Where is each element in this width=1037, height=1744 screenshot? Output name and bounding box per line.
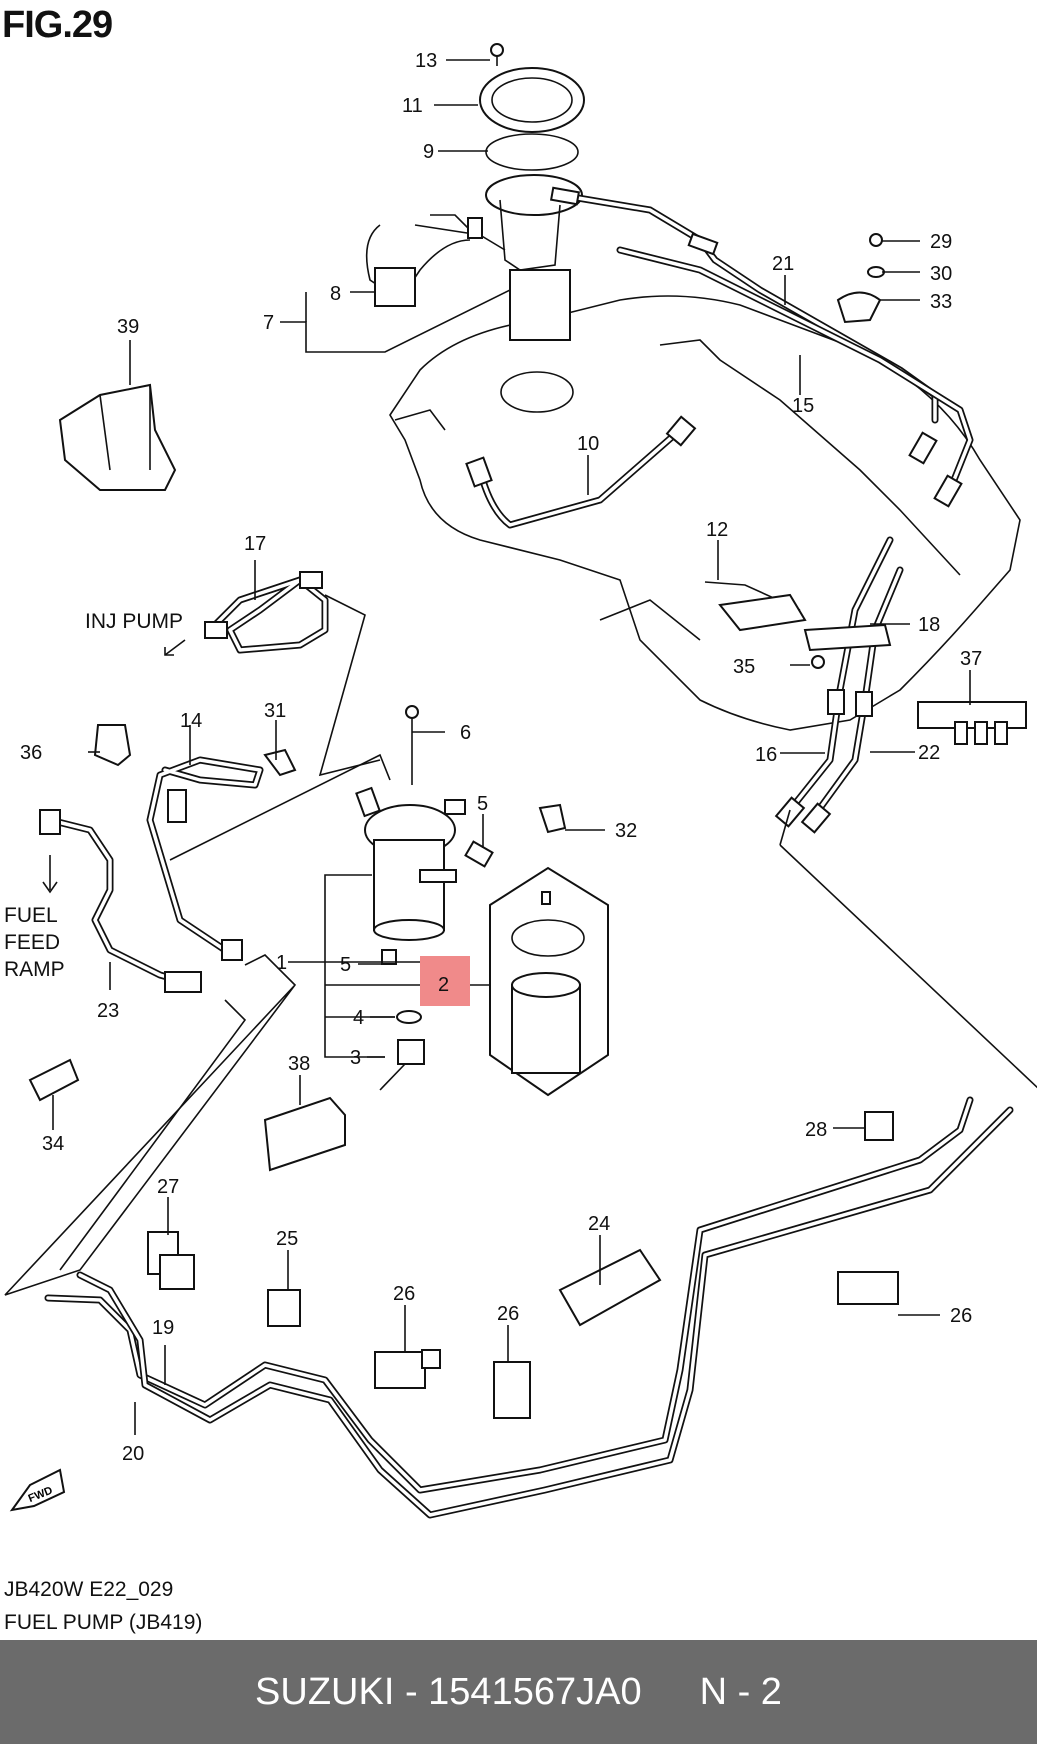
callout-34: 34 [42,1133,64,1155]
callout-7: 7 [263,312,274,334]
side-labels: INJ PUMP FUEL FEED RAMP [4,610,183,981]
clip-26-b [493,1361,531,1419]
clip-34 [28,1058,80,1102]
hose-14 [146,756,264,961]
callout-37: 37 [960,648,982,670]
callout-18: 18 [918,614,940,636]
callout-28: 28 [805,1119,827,1141]
fuel-lines-lower [44,1096,1014,1519]
clip-28 [864,1111,894,1141]
callout-26-c: 26 [950,1305,972,1327]
callout-1: 1 [276,952,287,974]
fuel-feed-arrow [42,855,58,894]
hose-23 [39,809,202,993]
small-parts-29-30-33 [836,233,885,324]
figure-code: JB420W E22_029 [4,1578,174,1601]
callout-labels: 13 11 9 8 7 39 29 30 33 21 15 10 12 17 1… [20,50,982,1465]
part-number-bar: SUZUKI - 1541567JA0 N - 2 [0,1640,1037,1744]
pump-module [365,43,585,341]
assembly-leaders [4,809,1037,1296]
callout-31: 31 [264,700,286,722]
inj-pump-arrow [164,639,186,656]
callout-22: 22 [918,742,940,764]
part-12 [704,581,807,632]
callout-36: 36 [20,742,42,764]
callout-20: 20 [122,1443,144,1465]
callout-24: 24 [588,1213,610,1235]
callout-4: 4 [353,1007,364,1029]
callout-33: 33 [930,291,952,313]
callout-35: 35 [733,656,755,678]
figure-title: FIG.29 [2,4,113,46]
clip-27 [147,1231,195,1290]
clip-31 [263,748,297,777]
callout-21: 21 [772,253,794,275]
callout-5-upper: 5 [477,793,488,815]
callout-26-a: 26 [393,1283,415,1305]
callout-14: 14 [180,710,202,732]
callout-26-b: 26 [497,1303,519,1325]
clip-32 [538,803,567,834]
part-24 [558,1248,662,1327]
callout-13: 13 [415,50,437,72]
fuel-tank [389,295,1021,731]
parts-diagram: FWD [4,43,1037,1519]
callout-23: 23 [97,1000,119,1022]
clip-25 [267,1289,301,1327]
callout-27: 27 [157,1176,179,1198]
callout-32: 32 [615,820,637,842]
callout-2: 2 [438,974,449,996]
fuel-filter [355,705,494,1091]
assembly-outline [169,594,391,861]
fwd-arrow-icon: FWD [9,1468,66,1512]
highlight-box [420,956,470,1006]
fuel-feed-ramp-line-1: FUEL [4,904,58,927]
fuel-feed-ramp-line-2: FEED [4,931,60,954]
callout-5-lower: 5 [340,954,351,976]
callout-leaders [52,59,971,1435]
inj-pump-label: INJ PUMP [85,610,183,633]
callout-11: 11 [402,95,423,117]
callout-15: 15 [792,395,814,417]
callout-10: 10 [577,433,599,455]
vapor-hose [465,415,697,529]
callout-19: 19 [152,1317,174,1339]
bracket-37 [917,701,1027,745]
part-number: SUZUKI - 1541567JA0 [255,1670,642,1713]
clip-26-c [837,1271,899,1305]
fuel-lines-upper [549,186,974,576]
callout-30: 30 [930,263,952,285]
part-39 [58,383,177,491]
callout-12: 12 [706,519,728,541]
callout-29: 29 [930,231,952,253]
callout-8: 8 [330,283,341,305]
callout-9: 9 [423,141,434,163]
callout-16: 16 [755,744,777,766]
callout-39: 39 [117,316,139,338]
callout-3: 3 [350,1047,361,1069]
fuel-feed-ramp-line-3: RAMP [4,958,65,981]
callout-17: 17 [244,533,266,555]
hose-17 [204,571,329,654]
callout-6: 6 [460,722,471,744]
filter-element-box [489,866,609,1097]
clip-36 [93,724,132,767]
bracket-38 [263,1096,346,1172]
fuel-lines-16-22 [774,536,904,834]
clip-26-a [374,1349,441,1389]
callout-25: 25 [276,1228,298,1250]
figure-name: FUEL PUMP (JB419) [4,1611,203,1634]
part-quantity: N - 2 [699,1670,782,1713]
callout-38: 38 [288,1053,310,1075]
